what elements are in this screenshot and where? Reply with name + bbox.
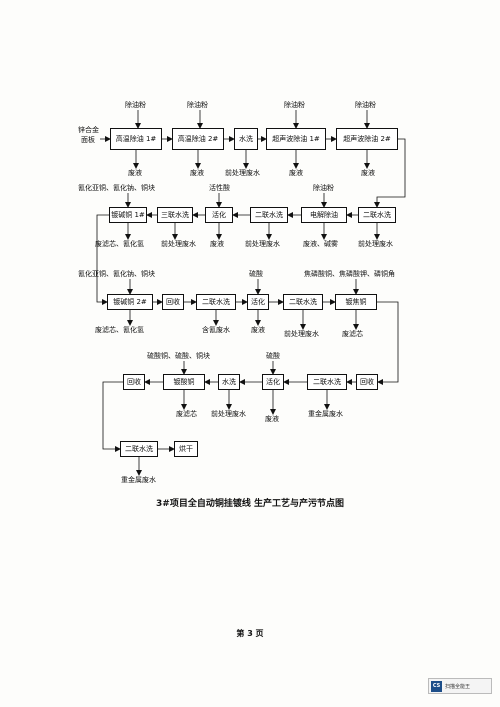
output-label-10: 前处理废水 — [161, 240, 196, 248]
flow-arrow — [374, 138, 406, 208]
output-label-14: 废液 — [251, 326, 265, 334]
scanner-logo-icon: CS — [431, 680, 442, 692]
process-step-acid-copper: 镀酸铜 — [163, 374, 205, 390]
input-label-5: 除油粉 — [313, 184, 334, 192]
output-label-7: 废液、碱雾 — [303, 240, 338, 248]
output-label-2: 废液 — [190, 169, 204, 177]
output-label-3: 前处理废水 — [225, 169, 260, 177]
raw-material-label-line2: 面板 — [81, 136, 95, 144]
process-step-double-rinse-1: 二联水洗 — [358, 207, 396, 223]
process-step-activation-2: 活化 — [247, 294, 269, 310]
input-label-11: 硫酸 — [266, 352, 280, 360]
process-step-water-rinse: 水洗 — [234, 128, 258, 150]
process-step-drying: 烘干 — [174, 441, 198, 457]
output-label-13: 含氰废水 — [202, 326, 230, 334]
process-step-high-temp-degrease-2: 高温除油 2# — [172, 128, 224, 150]
output-label-19: 前处理废水 — [211, 410, 246, 418]
output-label-6: 前处理废水 — [358, 240, 393, 248]
page-number: 第 3 页 — [236, 629, 264, 638]
process-step-activation-3: 活化 — [262, 374, 284, 390]
input-label-8: 氰化亚铜、氰化钠、铜块 — [78, 270, 155, 278]
process-step-pyro-copper: 镀焦铜 — [335, 294, 377, 310]
diagram-title: 3#项目全自动铜挂镀线 生产工艺与产污节点图 — [156, 499, 344, 509]
process-step-alkaline-copper-2: 镀碱铜 2# — [107, 294, 153, 310]
process-step-recovery-3: 回收 — [123, 374, 145, 390]
output-label-21: 重金属废水 — [121, 476, 156, 484]
flow-arrow — [377, 301, 399, 385]
output-label-16: 废滤芯 — [342, 330, 363, 338]
process-step-recovery-1: 回收 — [162, 294, 184, 310]
output-label-17: 重金属废水 — [308, 410, 343, 418]
flow-arrow — [96, 214, 109, 305]
process-step-alkaline-copper-1: 镀碱铜 1# — [109, 207, 147, 223]
process-step-water-rinse-2: 水洗 — [218, 374, 240, 390]
input-label-9: 硫酸 — [249, 270, 263, 278]
process-step-triple-rinse: 三联水洗 — [157, 207, 193, 223]
output-label-20: 废滤芯 — [176, 410, 197, 418]
flow-arrow — [102, 381, 123, 452]
input-label-4: 除油粉 — [355, 101, 376, 109]
input-label-7: 氰化亚铜、氰化钠、铜块 — [78, 184, 155, 192]
input-label-12: 硫酸铜、硫酸、铜块 — [147, 352, 210, 360]
output-label-11: 废滤芯、氰化氢 — [95, 240, 144, 248]
input-label-2: 除油粉 — [187, 101, 208, 109]
process-step-high-temp-degrease-1: 高温除油 1# — [110, 128, 162, 150]
process-step-electrolytic-degrease: 电解除油 — [301, 207, 347, 223]
process-step-activation-1: 活化 — [205, 207, 233, 223]
output-label-12: 废滤芯、氰化氢 — [95, 326, 144, 334]
scanner-name: 扫描全能王 — [445, 683, 471, 690]
output-label-9: 废液 — [210, 240, 224, 248]
output-label-18: 废液 — [265, 415, 279, 423]
process-step-double-rinse-3: 二联水洗 — [196, 294, 236, 310]
process-step-ultrasonic-degrease-2: 超声波除油 2# — [336, 128, 398, 150]
input-label-1: 除油粉 — [125, 101, 146, 109]
raw-material-label-line1: 锌合金 — [78, 126, 99, 134]
input-label-10: 焦磷酸铜、焦磷酸钾、磷铜角 — [304, 270, 395, 278]
process-step-double-rinse-2: 二联水洗 — [250, 207, 288, 223]
process-step-recovery-2: 回收 — [356, 374, 378, 390]
input-label-6: 活性酸 — [209, 184, 230, 192]
output-label-4: 废液 — [289, 169, 303, 177]
output-label-8: 前处理废水 — [245, 240, 280, 248]
output-label-5: 废液 — [361, 169, 375, 177]
scanner-watermark: CS 扫描全能王 — [428, 678, 492, 694]
process-step-double-rinse-6: 二联水洗 — [120, 441, 158, 457]
output-label-15: 前处理废水 — [284, 330, 319, 338]
process-step-ultrasonic-degrease-1: 超声波除油 1# — [266, 128, 326, 150]
input-label-3: 除油粉 — [284, 101, 305, 109]
output-label-1: 废液 — [128, 169, 142, 177]
process-step-double-rinse-4: 二联水洗 — [283, 294, 323, 310]
process-step-double-rinse-5: 二联水洗 — [307, 374, 347, 390]
